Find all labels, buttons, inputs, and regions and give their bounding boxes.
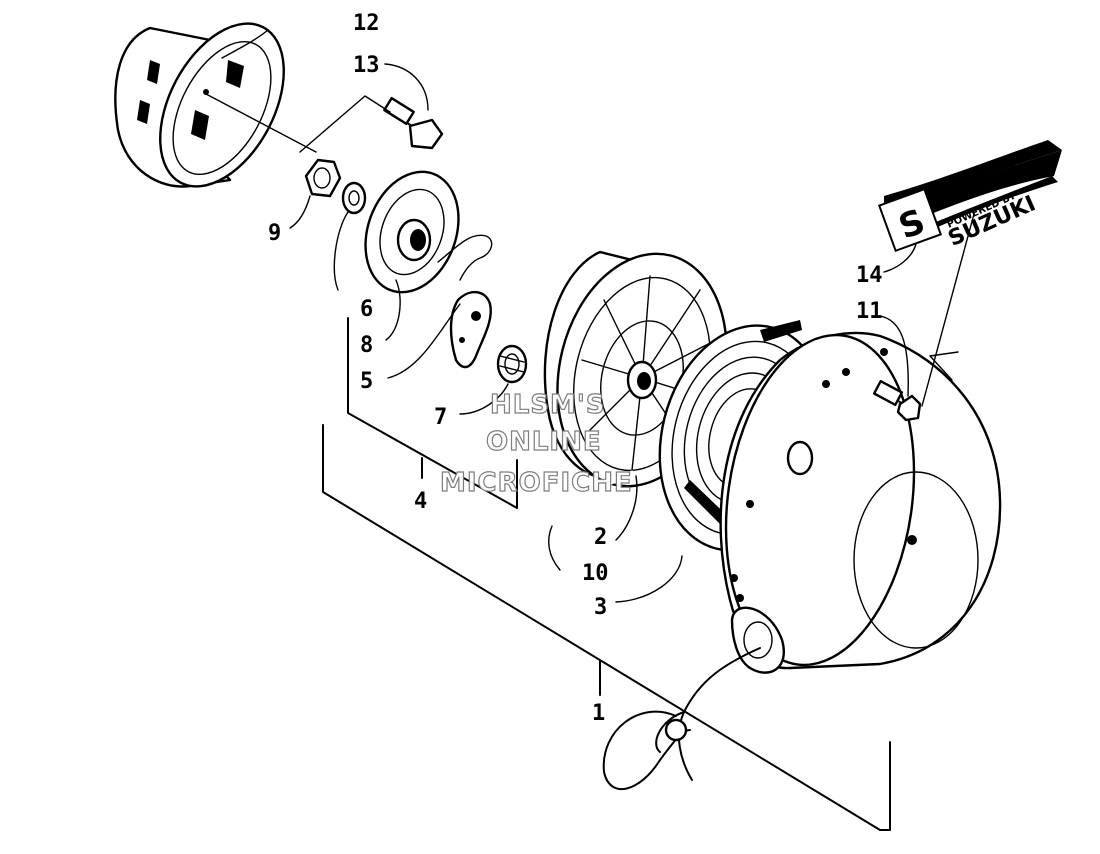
housing-part-1: [719, 331, 1002, 674]
shaft-line-12-13: [205, 93, 391, 153]
callout-13: 13: [353, 53, 380, 78]
watermark: HLSM'S ONLINE MICROFICHE: [439, 389, 633, 498]
sub-assembly-bracket-4: [347, 317, 518, 509]
callout-2: 2: [594, 525, 607, 550]
callout-1: 1: [592, 701, 605, 726]
callout-4: 4: [414, 489, 427, 514]
watermark-line-1: HLSM'S: [490, 390, 606, 420]
callout-3: 3: [594, 595, 607, 620]
spring-part-7: [496, 344, 528, 384]
watermark-line-3: MICROFICHE: [440, 468, 633, 498]
rope-part-10: [518, 470, 634, 534]
cover-cap-part-12: [114, 22, 285, 188]
callout-6: 6: [360, 297, 373, 322]
nut-part-9: [304, 158, 342, 198]
assembly-bracket-1: [322, 424, 891, 831]
suzuki-decal-part-14: S POWERED BY SUZUKI: [877, 140, 1062, 253]
ratchet-pawl-part-5: [449, 291, 492, 369]
watermark-line-2: ONLINE: [486, 427, 602, 457]
callout-12: 12: [353, 11, 380, 36]
screw-part-11: [872, 379, 922, 422]
callout-8: 8: [360, 333, 373, 358]
callout-7: 7: [434, 405, 447, 430]
callout-9: 9: [268, 221, 281, 246]
callout-11: 11: [856, 299, 883, 324]
friction-plate-part-8: [364, 170, 493, 294]
bolt-part-13: [383, 96, 444, 150]
washer-part-6: [341, 181, 367, 215]
callout-5: 5: [360, 369, 373, 394]
leader-lines: [221, 29, 975, 603]
callout-14: 14: [856, 263, 883, 288]
callout-labels: 12 13 9 6 8 5 7 4 2 10 3 1 14 11: [268, 11, 883, 726]
callout-10: 10: [582, 561, 609, 586]
starter-rope-loop: [602, 647, 761, 791]
